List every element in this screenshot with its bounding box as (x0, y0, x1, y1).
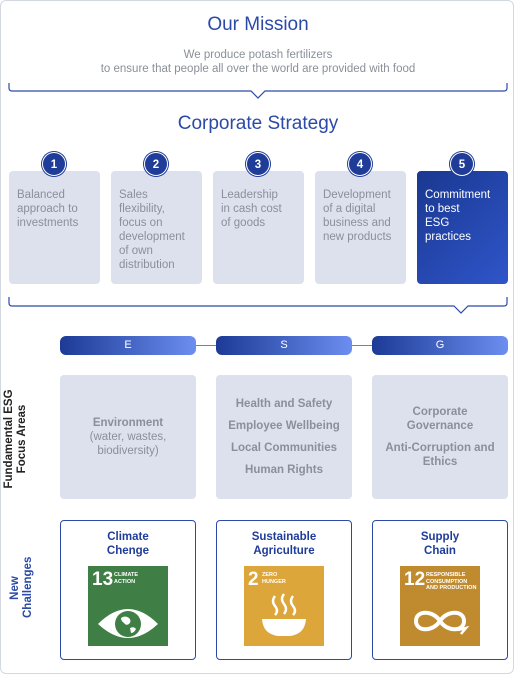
strategy-card-line: development (119, 231, 185, 243)
environment-detail-2: biodiversity) (97, 445, 159, 457)
strategy-card-2: Sales flexibility, focus on development of o… (111, 171, 202, 284)
strategy-card-line: new products (323, 231, 392, 243)
governance-line-2: Governance (406, 420, 474, 432)
environment-detail-1: (water, wastes, (89, 431, 167, 443)
challenge-title-line-2: Chenge (106, 545, 150, 557)
social-item-human-rights: Human Rights (245, 464, 323, 476)
focus-label-line-2: Focus Areas (16, 404, 28, 474)
strategy-card-line: investments (17, 217, 79, 229)
sdg-12-label: RESPONSIBLE CONSUMPTION AND PRODUCTION (426, 572, 476, 592)
challenge-agriculture: Sustainable Agriculture 2 ZERO HUNGER (216, 520, 352, 660)
challenges-label-line-1: New (9, 576, 21, 600)
sdg-2-label-line-2: HUNGER (262, 578, 286, 585)
focus-environment: Environment (water, wastes, biodiversity… (60, 375, 196, 499)
strategy-card-line: Leadership (221, 189, 278, 201)
sdg-12-label-line-3: AND PRODUCTION (426, 585, 477, 591)
strategy-card-line: Balanced (17, 189, 65, 201)
challenge-title-line-2: Chain (424, 545, 456, 557)
sdg-12-label-line-1: RESPONSIBLE (426, 572, 466, 578)
sdg-13-label: CLIMATE ACTION (114, 572, 138, 585)
strategy-number-badge: 3 (246, 152, 270, 176)
social-item-employee-wellbeing: Employee Wellbeing (228, 420, 340, 432)
strategy-card-line: of goods (221, 217, 266, 229)
sdg-13-label-line-1: CLIMATE (114, 572, 139, 578)
sdg-2-badge: 2 ZERO HUNGER (244, 566, 324, 646)
challenges-label-line-2: Challenges (22, 556, 34, 618)
sdg-12-badge: 12 RESPONSIBLE CONSUMPTION AND PRODUCTIO… (400, 566, 480, 646)
challenge-title: Climate Chenge (61, 530, 195, 558)
strategy-title: Corporate Strategy (177, 113, 339, 134)
sdg-2-label: ZERO HUNGER (262, 572, 286, 585)
focus-governance: Corporate Governance Anti-Corruption and… (372, 375, 508, 499)
challenge-title-line-1: Climate (107, 531, 149, 543)
strategy-number-badge: 4 (348, 152, 372, 176)
strategy-card-3: Leadership in cash cost of goods (213, 171, 304, 284)
mission-line-1: We produce potash fertilizers (183, 49, 333, 61)
sdg-2-number: 2 (248, 569, 259, 590)
mission-statement: We produce potash fertilizers to ensure … (0, 48, 516, 76)
strategy-card-line: of a digital (323, 203, 376, 215)
new-challenges-label: New Challenges (9, 556, 37, 618)
focus-social: Health and Safety Employee Wellbeing Loc… (216, 375, 352, 499)
sdg-13-number: 13 (92, 569, 114, 590)
governance-line-4: Ethics (422, 456, 458, 468)
challenge-climate: Climate Chenge 13 CLIMATE ACTION (60, 520, 196, 660)
sdg-13-label-line-2: ACTION (114, 578, 136, 585)
sdg-13-badge: 13 CLIMATE ACTION (88, 566, 168, 646)
strategy-card-line: to best (425, 203, 460, 215)
sdg-12-number: 12 (404, 569, 426, 590)
pillar-e: E (60, 336, 196, 355)
strategy-card-line: Commitment (425, 189, 491, 201)
strategy-card-line: flexibility, (119, 203, 165, 215)
strategy-card-line: Sales (119, 189, 148, 201)
challenge-title-line-2: Agriculture (253, 545, 315, 557)
eye-globe-icon (98, 609, 158, 638)
challenge-title-line-1: Sustainable (251, 531, 317, 543)
pillar-connector-sg (352, 345, 372, 346)
challenge-title: Sustainable Agriculture (217, 530, 351, 558)
strategy-card-line: distribution (119, 259, 175, 271)
mission-line-2: to ensure that people all over the world… (100, 63, 416, 75)
focus-label-line-1: Fundamental ESG (3, 389, 15, 489)
strategy-card-line: ESG (425, 217, 450, 229)
sdg-2-label-line-1: ZERO (262, 572, 278, 578)
strategy-card-1: Balanced approach to investments (9, 171, 100, 284)
challenge-title-line-1: Supply (420, 531, 460, 543)
pillar-s: S (216, 336, 352, 355)
challenge-title: Supply Chain (373, 530, 507, 558)
strategy-brace (8, 297, 508, 314)
social-item-local-communities: Local Communities (230, 442, 338, 454)
food-bowl-icon (262, 593, 306, 636)
strategy-card-4: Development of a digital business and new p… (315, 171, 406, 284)
strategy-card-line: practices (425, 231, 472, 243)
strategy-card-line: focus on (119, 217, 163, 229)
strategy-card-line: of own (119, 245, 153, 257)
strategy-card-line: approach to (17, 203, 78, 215)
strategy-number-badge: 1 (42, 152, 66, 176)
pillar-connector-es (196, 345, 216, 346)
strategy-number-badge: 2 (144, 152, 168, 176)
challenge-supply-chain: Supply Chain 12 RESPONSIBLE CONSUMPTION … (372, 520, 508, 660)
pillar-g: G (372, 336, 508, 355)
strategy-card-line: business and (323, 217, 391, 229)
focus-areas-label: Fundamental ESG Focus Areas (3, 389, 31, 489)
strategy-number-badge: 5 (450, 152, 474, 176)
sdg-12-label-line-2: CONSUMPTION (426, 578, 468, 585)
environment-title: Environment (92, 417, 164, 429)
strategy-card-line: in cash cost (221, 203, 282, 215)
strategy-card-line: Development (323, 189, 391, 201)
governance-line-1: Corporate (412, 406, 468, 418)
mission-brace (8, 83, 508, 99)
social-item-health-safety: Health and Safety (235, 398, 333, 410)
mission-title: Our Mission (207, 14, 309, 35)
governance-line-3: Anti-Corruption and (385, 442, 495, 454)
infinity-icon (413, 610, 470, 635)
